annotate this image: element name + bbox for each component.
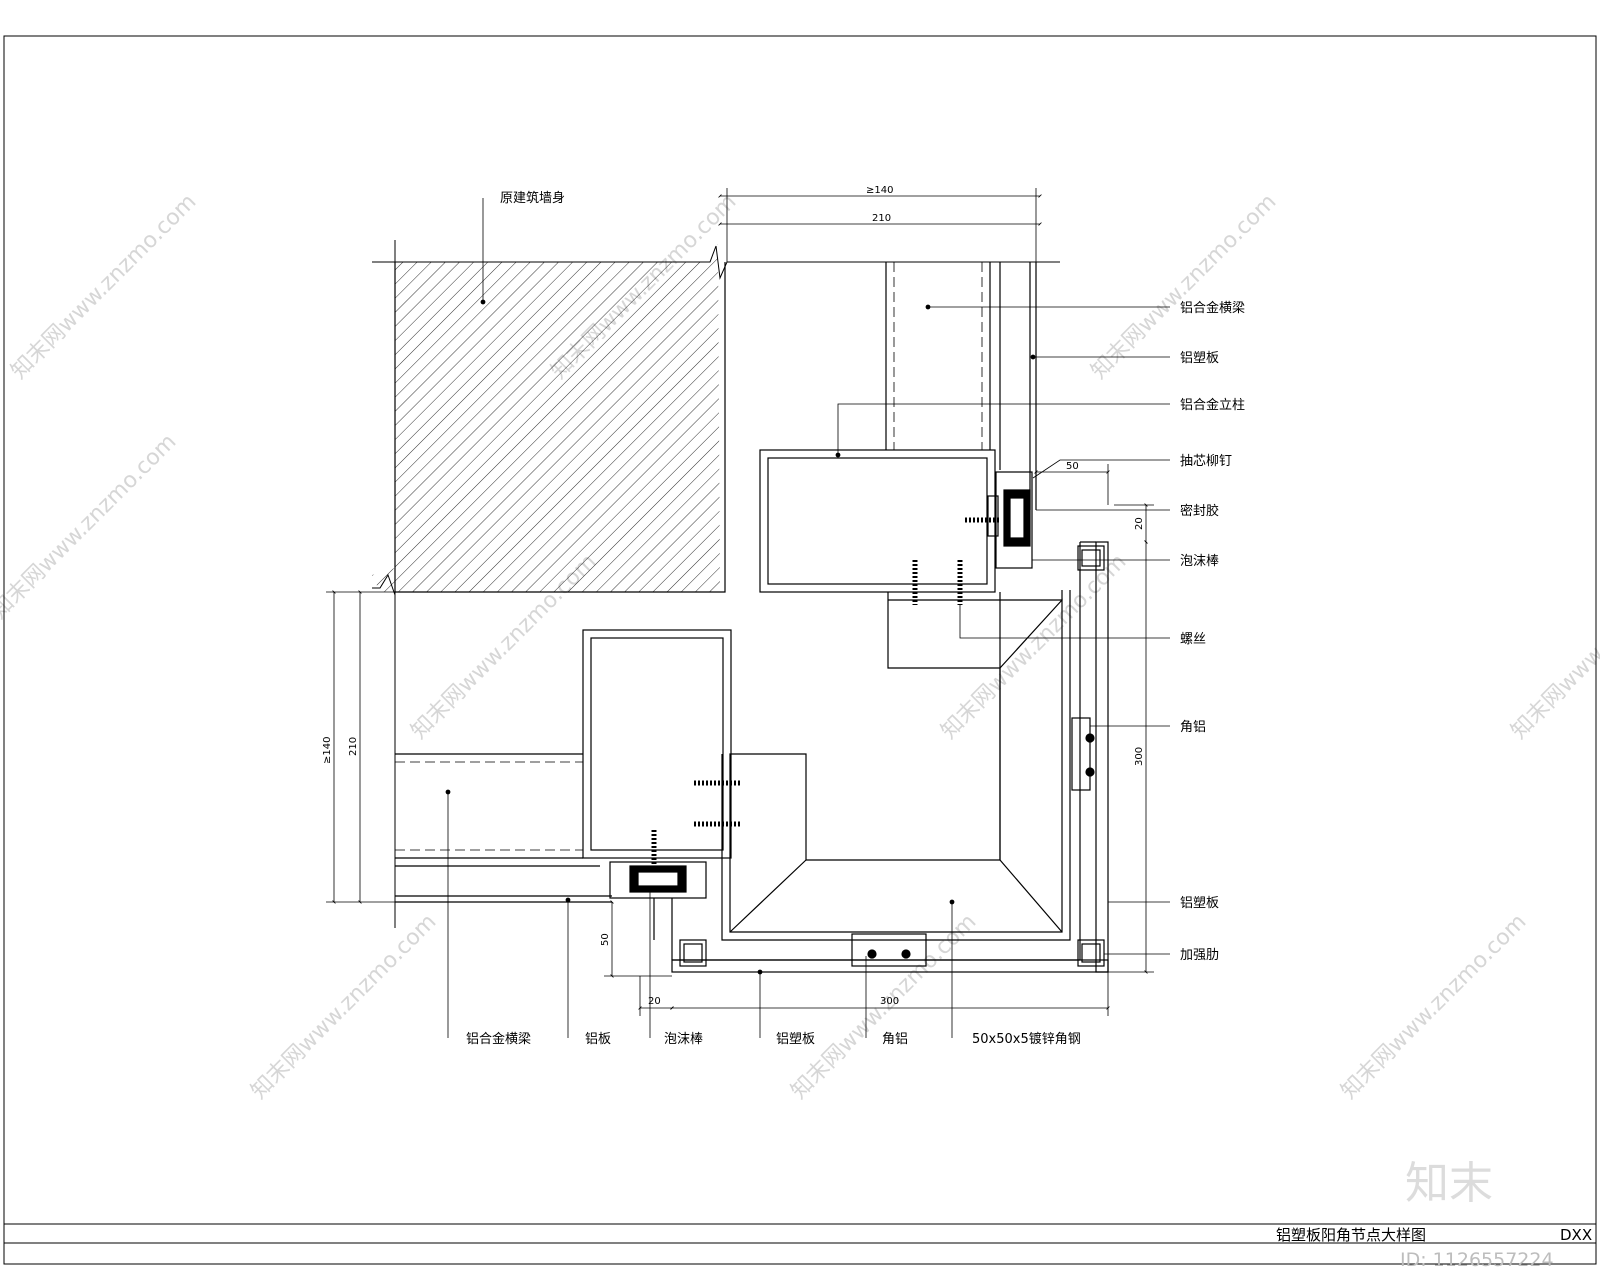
label-al-plate: 铝板 bbox=[585, 1032, 611, 1047]
drawing-title-suffix: DXX bbox=[1560, 1226, 1592, 1244]
label-right-beam: 铝合金横梁 bbox=[1180, 300, 1245, 316]
watermark-text: 知末网www.znzmo.com bbox=[247, 909, 442, 1104]
corner-box bbox=[671, 541, 1109, 973]
label-bottom-panel: 铝塑板 bbox=[776, 1032, 815, 1047]
label-sealant: 密封胶 bbox=[1180, 503, 1219, 519]
leader-lines bbox=[445, 198, 1170, 1038]
dim-left-min: ≥140 bbox=[322, 737, 333, 764]
dimension-texts: ≥140 210 50 20 300 ≥140 210 50 20 300 bbox=[322, 185, 1145, 1007]
label-right-panel-bottom: 铝塑板 bbox=[1180, 896, 1219, 911]
label-screw: 螺丝 bbox=[1180, 632, 1206, 647]
dim-bottom-50: 50 bbox=[600, 933, 611, 946]
label-rivet: 抽芯柳钉 bbox=[1180, 454, 1232, 469]
dim-bottom-300: 300 bbox=[880, 996, 899, 1007]
right-framing bbox=[759, 262, 1037, 593]
dim-right-300: 300 bbox=[1134, 747, 1145, 766]
watermark-text: 知末网www.znzmo.com bbox=[0, 429, 181, 624]
watermark-text: 知末网www.znzmo.com bbox=[1507, 549, 1600, 744]
original-wall bbox=[372, 240, 1060, 928]
dim-top-min: ≥140 bbox=[866, 185, 893, 196]
dim-top-210: 210 bbox=[872, 213, 891, 224]
label-angle-al-right: 角铝 bbox=[1180, 720, 1206, 735]
dim-left-210: 210 bbox=[348, 737, 359, 756]
label-angle-al-bottom: 角铝 bbox=[882, 1032, 908, 1047]
label-bottom-beam: 铝合金横梁 bbox=[466, 1031, 531, 1047]
dim-bottom-20: 20 bbox=[648, 996, 661, 1007]
dim-right-50: 50 bbox=[1066, 461, 1079, 472]
label-foam-rod-right: 泡沫棒 bbox=[1180, 554, 1219, 569]
label-right-column: 铝合金立柱 bbox=[1180, 397, 1245, 413]
bottom-framing bbox=[395, 629, 732, 960]
image-id-watermark: ID: 1126557224 bbox=[1400, 1249, 1554, 1271]
title-block: 铝塑板阳角节点大样图 DXX ID: 1126557224 bbox=[1276, 1226, 1592, 1271]
drawing-title: 铝塑板阳角节点大样图 bbox=[1276, 1226, 1426, 1244]
watermark-text: 知末网www.znzmo.com bbox=[937, 549, 1132, 744]
dim-right-20: 20 bbox=[1134, 517, 1145, 530]
label-stiffener: 加强肋 bbox=[1180, 948, 1219, 963]
label-wall: 原建筑墙身 bbox=[500, 190, 565, 206]
dimension-lines bbox=[326, 188, 1154, 1016]
callout-labels: 原建筑墙身 铝合金横梁 铝塑板 铝合金立柱 抽芯柳钉 密封胶 泡沫棒 螺丝 角铝… bbox=[466, 190, 1245, 1047]
watermark-text: 知末网www.znzmo.com bbox=[1337, 909, 1532, 1104]
drawing-frame bbox=[3, 35, 1597, 1265]
watermark-text: 知末网www.znzmo.com bbox=[7, 189, 202, 384]
label-right-panel-top: 铝塑板 bbox=[1180, 351, 1219, 366]
label-foam-rod-bottom: 泡沫棒 bbox=[664, 1032, 703, 1047]
label-steel-angle: 50x50x5镀锌角钢 bbox=[972, 1031, 1081, 1047]
watermark-brand: 知末 bbox=[1405, 1158, 1493, 1209]
watermark-layer: 知末网www.znzmo.com 知末网www.znzmo.com 知末网www… bbox=[0, 189, 1600, 1209]
